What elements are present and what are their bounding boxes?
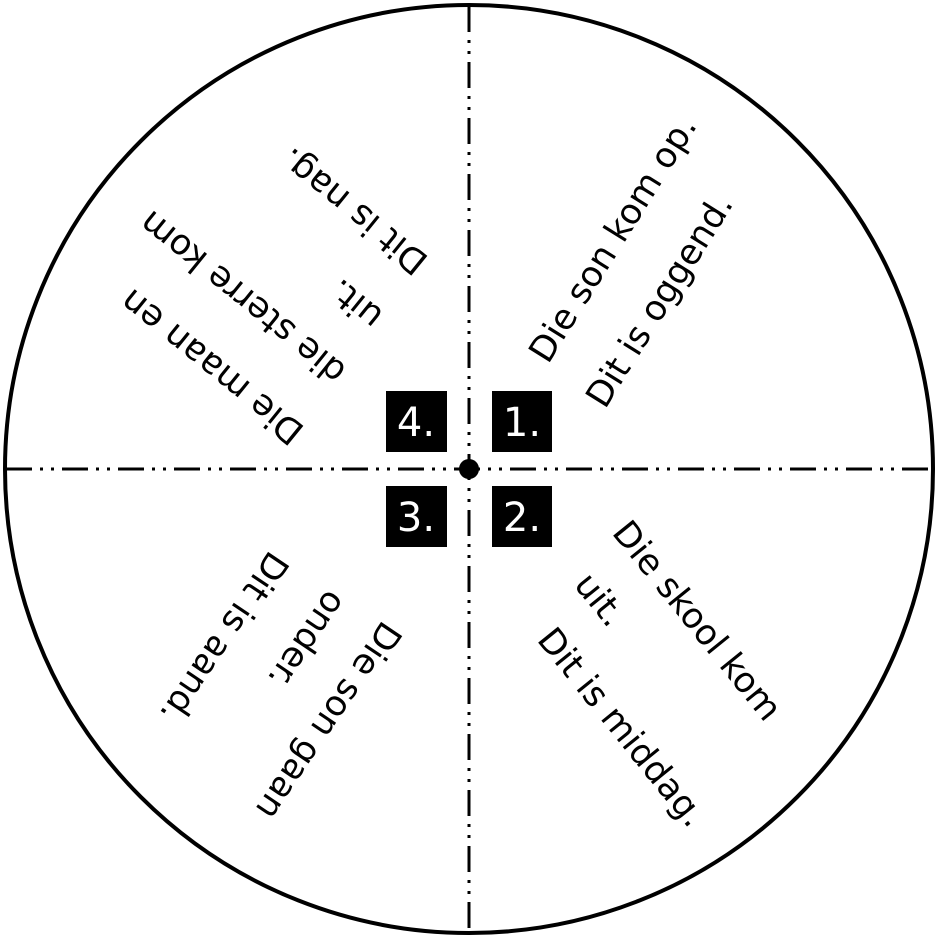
- badge-2-box: [492, 486, 552, 547]
- badge-3-number: 3.: [397, 495, 435, 541]
- badge-4: 4.: [386, 391, 447, 452]
- badge-2-number: 2.: [503, 495, 541, 541]
- badge-1-number: 1.: [503, 400, 541, 446]
- badge-2: 2.: [492, 486, 552, 547]
- badge-3-box: [386, 486, 447, 547]
- badge-4-number: 4.: [397, 400, 435, 446]
- center-dot: [459, 459, 479, 479]
- badge-4-box: [386, 391, 447, 452]
- badge-1: 1.: [492, 391, 552, 452]
- badge-3: 3.: [386, 486, 447, 547]
- badge-1-box: [492, 391, 552, 452]
